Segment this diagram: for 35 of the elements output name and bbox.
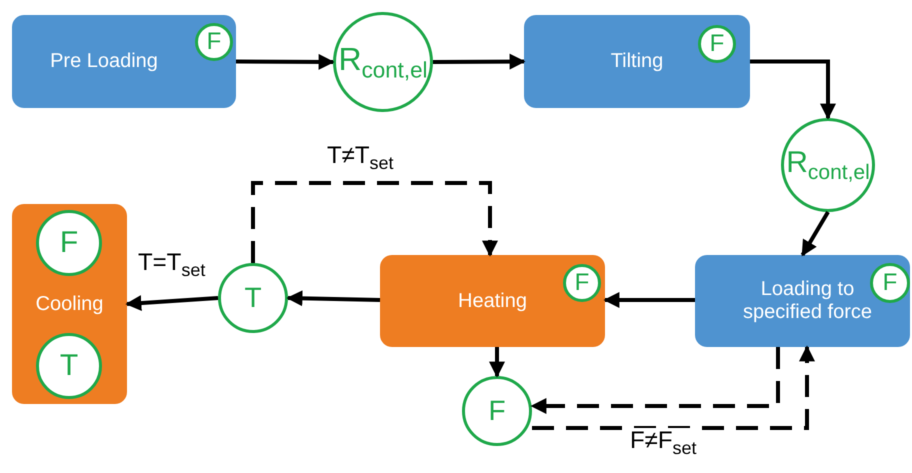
arrow	[532, 345, 815, 430]
arrow	[236, 54, 335, 70]
step-label: Heating	[458, 290, 527, 312]
arrow	[251, 181, 498, 263]
symbol-label: T	[60, 351, 78, 381]
symbol-label: F	[206, 30, 222, 54]
symbol-label: R$_{cont,el}$	[786, 148, 870, 182]
check-circle	[698, 25, 736, 63]
symbol-label: R$_{cont,el}$	[338, 42, 428, 82]
step-label: Pre Loading	[50, 50, 158, 73]
check-circle	[870, 263, 910, 303]
symbol-label: F	[882, 271, 898, 295]
check-circle	[195, 23, 233, 61]
arrow	[489, 347, 505, 378]
step-label: Tilting	[610, 50, 664, 73]
process-box	[12, 204, 127, 404]
arrow	[432, 54, 526, 70]
symbol-label: F	[574, 271, 590, 295]
process-box	[524, 15, 750, 108]
symbol-label: F	[488, 397, 506, 425]
arrow	[286, 290, 380, 306]
arrow	[125, 295, 218, 312]
arrow	[750, 60, 836, 120]
step-label: Loading to specified force	[742, 278, 873, 324]
step-label: Cooling	[36, 292, 104, 316]
process-box	[12, 15, 236, 108]
symbol-label: F	[60, 228, 78, 258]
arrow	[530, 347, 780, 414]
arrow	[800, 210, 830, 256]
process-box	[695, 255, 910, 347]
check-circle	[563, 264, 601, 302]
symbol-label: F	[710, 32, 724, 56]
arrow	[603, 292, 695, 308]
process-box	[380, 255, 605, 347]
symbol-label: T	[244, 284, 262, 312]
